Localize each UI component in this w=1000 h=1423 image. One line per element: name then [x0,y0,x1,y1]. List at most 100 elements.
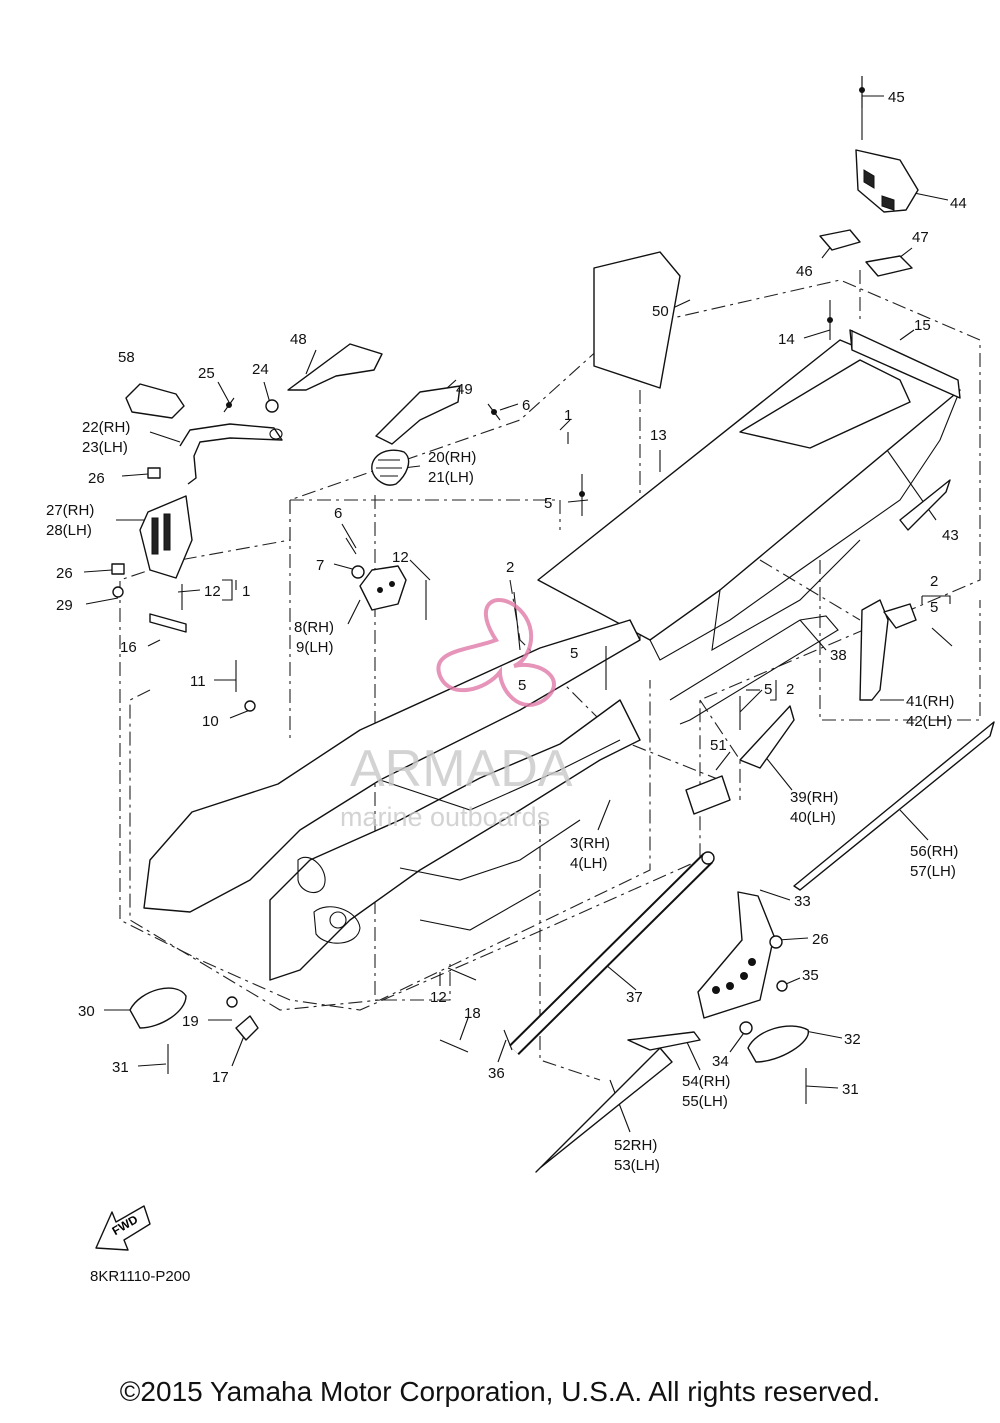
watermark-subtitle: marine outboards [340,802,550,832]
part-48-pad [287,343,383,391]
main-chassis-frame [143,619,641,981]
callout-7: 7 [316,557,324,574]
diagram-code: 8KR1110-P200 [90,1268,191,1285]
callout-21: 21(LH) [428,469,474,486]
fwd-arrow: FWD [95,1205,151,1251]
callout-12c: 12 [430,989,447,1006]
part-16-strip [149,613,187,633]
callout-8: 8(RH) [294,619,334,636]
callout-5b: 5 [518,677,526,694]
part-8-bracket [359,565,407,611]
callout-57: 57(LH) [910,863,956,880]
part-22-stay [179,423,283,485]
callout-20: 20(RH) [428,449,476,466]
callout-58: 58 [118,349,135,366]
callout-29: 29 [56,597,73,614]
callout-30: 30 [78,1003,95,1020]
callout-9: 9(LH) [296,639,334,656]
part-49-pad [375,385,461,445]
callout-50: 50 [652,303,669,320]
callout-46: 46 [796,263,813,280]
watermark-brand: ARMADA [350,740,573,798]
part-44-bracket [855,76,919,213]
part-54-guard [627,1031,701,1051]
callout-45: 45 [888,89,905,106]
callout-31a: 31 [112,1059,129,1076]
callout-1: 1 [564,407,572,424]
callout-6a: 6 [522,397,530,414]
part-13-tunnel-deck [537,339,961,661]
callout-5e: 5 [764,681,772,698]
callout-13: 13 [650,427,667,444]
callout-35: 35 [802,967,819,984]
callout-25: 25 [198,365,215,382]
callout-52: 52RH) [614,1137,657,1154]
callout-48: 48 [290,331,307,348]
callout-33: 33 [794,893,811,910]
callout-40: 40(LH) [790,809,836,826]
part-39-panel [739,705,795,769]
callout-17: 17 [212,1069,229,1086]
callout-55: 55(LH) [682,1093,728,1110]
callout-31b: 31 [842,1081,859,1098]
part-20-boot [371,449,410,486]
callout-32: 32 [844,1031,861,1048]
part-50-pad [593,251,681,389]
callout-5a: 5 [544,495,552,512]
callout-11: 11 [190,673,206,690]
group-brackets [222,579,951,701]
callout-4: 4(LH) [570,855,608,872]
watermark: ARMADA marine outboards [340,598,573,832]
callout-39: 39(RH) [790,789,838,806]
part-56-trim [793,721,995,891]
callout-12a: 12 [204,583,221,600]
callout-3: 3(RH) [570,835,610,852]
part-46-pad [819,229,861,251]
callout-22: 22(RH) [82,419,130,436]
copyright-notice: ©2015 Yamaha Motor Corporation, U.S.A. A… [119,1376,881,1407]
callout-43: 43 [942,527,959,544]
callout-12a-1: 1 [242,583,250,600]
callout-2b: 2 [930,573,938,590]
callout-34: 34 [712,1053,729,1070]
part-58-cover [125,383,185,419]
callout-2c: 2 [786,681,794,698]
callout-42: 42(LH) [906,713,952,730]
callout-26a: 26 [88,470,105,487]
part-32-step [747,1025,809,1063]
callout-18: 18 [464,1005,481,1022]
callout-56: 56(RH) [910,843,958,860]
callout-14: 14 [778,331,795,348]
callout-41: 41(RH) [906,693,954,710]
callout-23: 23(LH) [82,439,128,456]
callout-5c: 5 [570,645,578,662]
callout-19: 19 [182,1013,199,1030]
part-33-footrest [697,891,775,1019]
part-38-rail [669,615,839,725]
part-30-bracket [129,987,187,1029]
part-17-plate [235,1015,259,1041]
callout-26c: 26 [812,931,829,948]
part-15-rear-bracket [849,329,961,399]
callout-24: 24 [252,361,269,378]
part-37-rod [509,851,715,1055]
callout-27: 27(RH) [46,502,94,519]
part-51-block [685,775,731,815]
callout-10: 10 [202,713,219,730]
part-41-brace [859,599,917,701]
callout-28: 28(LH) [46,522,92,539]
callout-6b: 6 [334,505,342,522]
callout-54: 54(RH) [682,1073,730,1090]
propeller-logo [436,598,556,707]
part-27-bracket [139,495,193,579]
callout-12b: 12 [392,549,409,566]
callout-2a: 2 [506,559,514,576]
callout-37: 37 [626,989,643,1006]
callout-labels: 45 44 46 47 50 14 15 48 49 6 1 13 20(RH)… [46,89,967,1174]
callout-16: 16 [120,639,137,656]
callout-5d: 5 [930,599,938,616]
callout-47: 47 [912,229,929,246]
callout-36: 36 [488,1065,505,1082]
callout-38: 38 [830,647,847,664]
